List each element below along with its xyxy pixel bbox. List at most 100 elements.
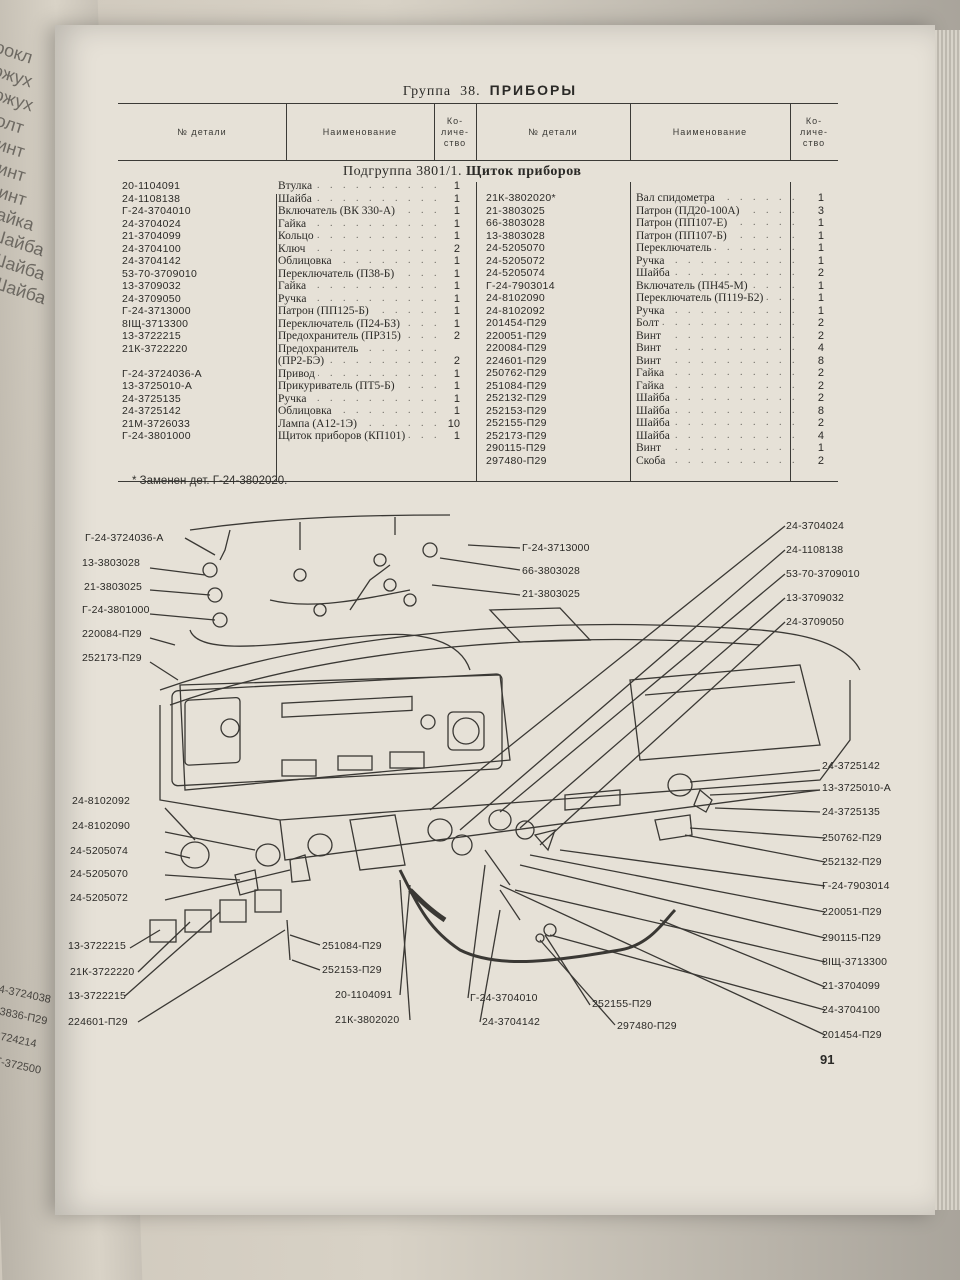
- table-cell: 297480-П29: [486, 454, 547, 467]
- table-cell: . . . . . . . . . . . . . . . . . . . . …: [278, 342, 438, 356]
- callout-bottom: 24-3704142: [482, 1016, 541, 1028]
- table-cell: 21-3704099: [122, 230, 182, 242]
- table-cell: 1: [453, 267, 460, 280]
- callout-left: 24-5205074: [70, 845, 129, 857]
- table-cell: . . . . . . . . . . . . . . . . . . . . …: [636, 254, 794, 268]
- callout-left: 220084-П29: [82, 628, 142, 640]
- callout-bottom: 251084-П29: [322, 940, 382, 952]
- leader-dots: . . . . . . . . . . . . . . . . . . . . …: [636, 354, 794, 366]
- group-number: 38.: [460, 84, 481, 99]
- part-name: Шайба: [636, 404, 673, 417]
- table-cell: 2: [453, 242, 460, 255]
- table-cell: 1: [453, 405, 460, 417]
- part-name: Переключатель (П38-Б): [278, 267, 398, 280]
- callout-right: 24-3725142: [822, 760, 881, 772]
- leader-dots: . . . . . . . . . . . . . . . . . . . . …: [636, 392, 794, 403]
- table-cell: 1: [453, 205, 460, 217]
- leader-dots: . . . . . . . . . . . . . . . . . . . . …: [278, 405, 438, 416]
- callout-bottom: 252155-П29: [592, 998, 652, 1010]
- parts-table: № детали Наименование Ко- личе- ство № д…: [118, 103, 838, 482]
- table-cell: 1: [817, 292, 824, 304]
- table-cell: 220051-П29: [486, 329, 547, 342]
- table-cell: . . . . . . . . . . . . . . . . . . . . …: [636, 342, 794, 355]
- leader-dots: . . . . . . . . . . . . . . . . . . . . …: [636, 242, 794, 253]
- table-cell: 2: [817, 329, 824, 342]
- leader-dots: . . . . . . . . . . . . . . . . . . . . …: [278, 180, 438, 191]
- leader-dots: . . . . . . . . . . . . . . . . . . . . …: [636, 417, 794, 428]
- table-cell: . . . . . . . . . . . . . . . . . . . . …: [278, 392, 438, 406]
- callout-bottom: Г-24-3704010: [470, 992, 538, 1004]
- table-cell: 21К-3802020*: [486, 192, 556, 204]
- callout-right: 24-3704024: [786, 520, 845, 532]
- table-cell: . . . . . . . . . . . . . . . . . . . . …: [636, 242, 794, 255]
- table-cell: 4: [817, 342, 824, 354]
- table-cell: Г-24-3801000: [122, 430, 191, 442]
- part-name: Шайба: [636, 429, 673, 442]
- table-cell: 24-8102090: [486, 292, 546, 304]
- instrument-panel-drawing: [124, 514, 861, 1036]
- leader-dots: . . . . . . . . . . . . . . . . . . . . …: [636, 304, 794, 316]
- part-name: Ключ: [278, 242, 309, 255]
- table-cell: 21К-3722220: [122, 342, 188, 355]
- table-footnote: * Заменен дет. Г-24-3802020.: [132, 475, 288, 487]
- table-cell: 1: [817, 192, 824, 204]
- table-cell: 1: [817, 304, 824, 317]
- table-cell: 24-3704024: [122, 217, 182, 230]
- callout-right: 24-3725135: [822, 806, 881, 818]
- part-name: Переключатель (П24-БЗ): [278, 317, 403, 330]
- callout-left: 21К-3722220: [70, 966, 135, 978]
- table-cell: . . . . . . . . . . . . . . . . . . . . …: [636, 442, 794, 455]
- table-cell: . . . . . . . . . . . . . . . . . . . . …: [278, 380, 438, 393]
- table-cell: . . . . . . . . . . . . . . . . . . . . …: [636, 204, 794, 218]
- table-cell: . . . . . . . . . . . . . . . . . . . . …: [636, 404, 794, 418]
- table-cell: 1: [817, 442, 824, 454]
- leader-dots: . . . . . . . . . . . . . . . . . . . . …: [278, 367, 438, 379]
- part-name: Облицовка: [278, 405, 335, 417]
- table-cell: 1: [453, 255, 460, 267]
- right-name-list: . . . . . . . . . . . . . . . . . . . . …: [636, 192, 794, 467]
- table-cell: 290115-П29: [486, 442, 546, 454]
- part-name: Болт: [636, 317, 662, 329]
- left-name-list: . . . . . . . . . . . . . . . . . . . . …: [278, 180, 438, 443]
- callout-right: 21-3704099: [822, 980, 881, 992]
- part-name: Винт: [636, 354, 665, 367]
- callout-right: 24-3704100: [822, 1004, 881, 1016]
- table-cell: . . . . . . . . . . . . . . . . . . . . …: [278, 255, 438, 268]
- callout-left: 24-5205070: [70, 868, 129, 880]
- part-name: Прикуриватель (ПТ5-Б): [278, 380, 398, 392]
- table-cell: . . . . . . . . . . . . . . . . . . . . …: [636, 429, 794, 443]
- table-cell: . . . . . . . . . . . . . . . . . . . . …: [636, 304, 794, 318]
- table-cell: 252155-П29: [486, 417, 547, 429]
- part-name: Ручка: [278, 392, 310, 405]
- part-name: Винт: [636, 442, 665, 454]
- leader-dots: . . . . . . . . . . . . . . . . . . . . …: [636, 267, 794, 278]
- part-name: Привод: [278, 367, 318, 380]
- table-cell: 2: [817, 392, 824, 404]
- leader-dots: . . . . . . . . . . . . . . . . . . . . …: [636, 254, 794, 266]
- part-name: Предохранитель (ПР315): [278, 330, 404, 342]
- table-cell: . . . . . . . . . . . . . . . . . . . . …: [636, 454, 794, 468]
- table-cell: 252132-П29: [486, 392, 547, 404]
- part-name: Гайка: [636, 367, 668, 379]
- part-name: Щиток приборов (КП101): [278, 430, 409, 442]
- table-cell: 24-5205070: [486, 242, 546, 254]
- callout-right: 201454-П29: [822, 1029, 882, 1041]
- callout-left: 13-3722215: [68, 940, 127, 952]
- part-name: Шайба: [636, 392, 673, 404]
- part-name: Гайка: [636, 379, 668, 392]
- part-name: Патрон (ПП107-Е): [636, 217, 731, 229]
- table-cell: . . . . . . . . . . . . . . . . . . . . …: [636, 379, 794, 393]
- callout-left: 24-8102090: [72, 820, 131, 832]
- table-cell: . . . . . . . . . . . . . . . . . . . . …: [278, 180, 438, 193]
- table-cell: . . . . . . . . . . . . . . . . . . . . …: [278, 192, 438, 206]
- table-cell: 1: [453, 292, 460, 305]
- part-name: Переключатель (П119-Б2): [636, 292, 767, 304]
- callout-left: 13-3722215: [68, 990, 127, 1002]
- part-name: Гайка: [278, 280, 310, 292]
- leader-dots: . . . . . . . . . . . . . . . . . . . . …: [278, 192, 438, 204]
- leader-dots: . . . . . . . . . . . . . . . . . . . . …: [278, 255, 438, 266]
- subgroup-label: Подгруппа 3801/1.: [343, 164, 462, 179]
